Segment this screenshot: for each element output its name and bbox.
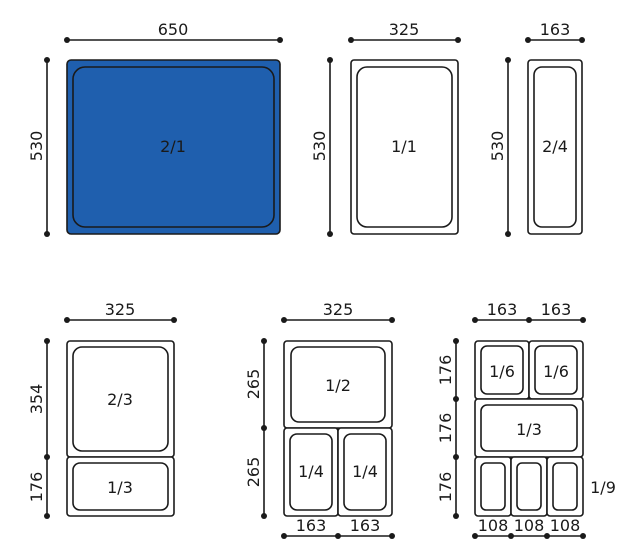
- bottom-width-label-3: 108: [550, 516, 581, 535]
- dimension-dot: [389, 533, 395, 539]
- dimension-dot: [261, 425, 267, 431]
- combo-thirds: 325 354 176 2/3 1/3: [27, 300, 177, 519]
- dimension-dot: [508, 533, 514, 539]
- bottom-width-label-left: 163: [296, 516, 327, 535]
- dimension-dot: [327, 57, 333, 63]
- pan-2-1: 650 530 2/1: [27, 20, 283, 237]
- combo-halves: 325 265 265 1/2 1/4 1/4 163 163: [244, 300, 395, 539]
- width-label: 325: [389, 20, 420, 39]
- bottom-width-label-2: 108: [514, 516, 545, 535]
- dimension-dot: [277, 37, 283, 43]
- dimension-dot: [44, 338, 50, 344]
- pan-inner-well: [552, 462, 578, 511]
- dimension-dot: [171, 317, 177, 323]
- pan-inner-well: [480, 345, 524, 395]
- pan-label-1-2: 1/2: [325, 376, 351, 395]
- dimension-dot: [281, 533, 287, 539]
- dimension-dot: [261, 513, 267, 519]
- dimension-dot: [453, 454, 459, 460]
- dimension-dot: [453, 513, 459, 519]
- height-label: 530: [27, 131, 46, 162]
- pan-label-1-3: 1/3: [516, 420, 542, 439]
- dimension-dot: [579, 37, 585, 43]
- pan-inner-well: [289, 433, 333, 511]
- width-label: 325: [323, 300, 354, 319]
- pan-inner-well: [72, 346, 169, 452]
- row-height-label-2: 176: [436, 413, 455, 444]
- dimension-dot: [453, 396, 459, 402]
- pan-1-1: 325 530 1/1: [310, 20, 461, 237]
- dimension-dot: [505, 231, 511, 237]
- dimension-dot: [64, 37, 70, 43]
- dimension-dot: [44, 231, 50, 237]
- dimension-dot: [580, 317, 586, 323]
- pan-inner-well: [356, 66, 453, 228]
- height-label-bottom: 265: [244, 457, 263, 488]
- pan-label: 2/1: [160, 137, 186, 156]
- pan-label-2-3: 2/3: [107, 390, 133, 409]
- pan-label-1-6-right: 1/6: [543, 362, 569, 381]
- dimension-dot: [64, 317, 70, 323]
- top-width-label-right: 163: [541, 300, 572, 319]
- dimension-dot: [505, 57, 511, 63]
- row-height-label-3: 176: [436, 472, 455, 503]
- pan-inner-well: [72, 462, 169, 511]
- height-label: 530: [488, 131, 507, 162]
- pan-inner-well: [516, 462, 542, 511]
- pan-label: 1/1: [391, 137, 417, 156]
- width-label: 163: [540, 20, 571, 39]
- pan-inner-well: [72, 66, 275, 228]
- dimension-dot: [348, 37, 354, 43]
- combo-sixths: 163 163 176 176 176 1/6 1/6 1/3 1/9 108 …: [436, 300, 616, 539]
- dimension-dot: [472, 533, 478, 539]
- dimension-dot: [526, 317, 532, 323]
- pan-2-4: 163 530 2/4: [488, 20, 585, 237]
- pan-inner-well: [533, 66, 577, 228]
- row-height-label-1: 176: [436, 355, 455, 386]
- dimension-dot: [261, 338, 267, 344]
- pan-label-1-6-left: 1/6: [489, 362, 515, 381]
- dimension-dot: [389, 317, 395, 323]
- width-label: 650: [158, 20, 189, 39]
- pan-label-1-4-left: 1/4: [298, 462, 324, 481]
- height-label-top: 265: [244, 369, 263, 400]
- pan-inner-well: [290, 346, 386, 423]
- height-label-small: 176: [27, 472, 46, 503]
- bottom-width-label-right: 163: [350, 516, 381, 535]
- dimension-dot: [472, 317, 478, 323]
- top-width-label-left: 163: [487, 300, 518, 319]
- dimension-dot: [44, 513, 50, 519]
- pan-label: 2/4: [542, 137, 568, 156]
- height-label-large: 354: [27, 384, 46, 415]
- bottom-width-label-1: 108: [478, 516, 509, 535]
- height-label: 530: [310, 131, 329, 162]
- pan-label-1-9: 1/9: [590, 478, 616, 497]
- dimension-dot: [580, 533, 586, 539]
- dimension-dot: [44, 57, 50, 63]
- pan-inner-well: [343, 433, 387, 511]
- dimension-dot: [453, 338, 459, 344]
- pan-inner-well: [480, 404, 578, 452]
- dimension-dot: [281, 317, 287, 323]
- dimension-dot: [525, 37, 531, 43]
- pan-inner-well: [534, 345, 578, 395]
- pan-label-1-4-right: 1/4: [352, 462, 378, 481]
- width-label: 325: [105, 300, 136, 319]
- dimension-dot: [455, 37, 461, 43]
- dimension-dot: [327, 231, 333, 237]
- pan-inner-well: [480, 462, 506, 511]
- dimension-dot: [544, 533, 550, 539]
- pan-label-1-3: 1/3: [107, 478, 133, 497]
- dimension-dot: [335, 533, 341, 539]
- dimension-dot: [44, 454, 50, 460]
